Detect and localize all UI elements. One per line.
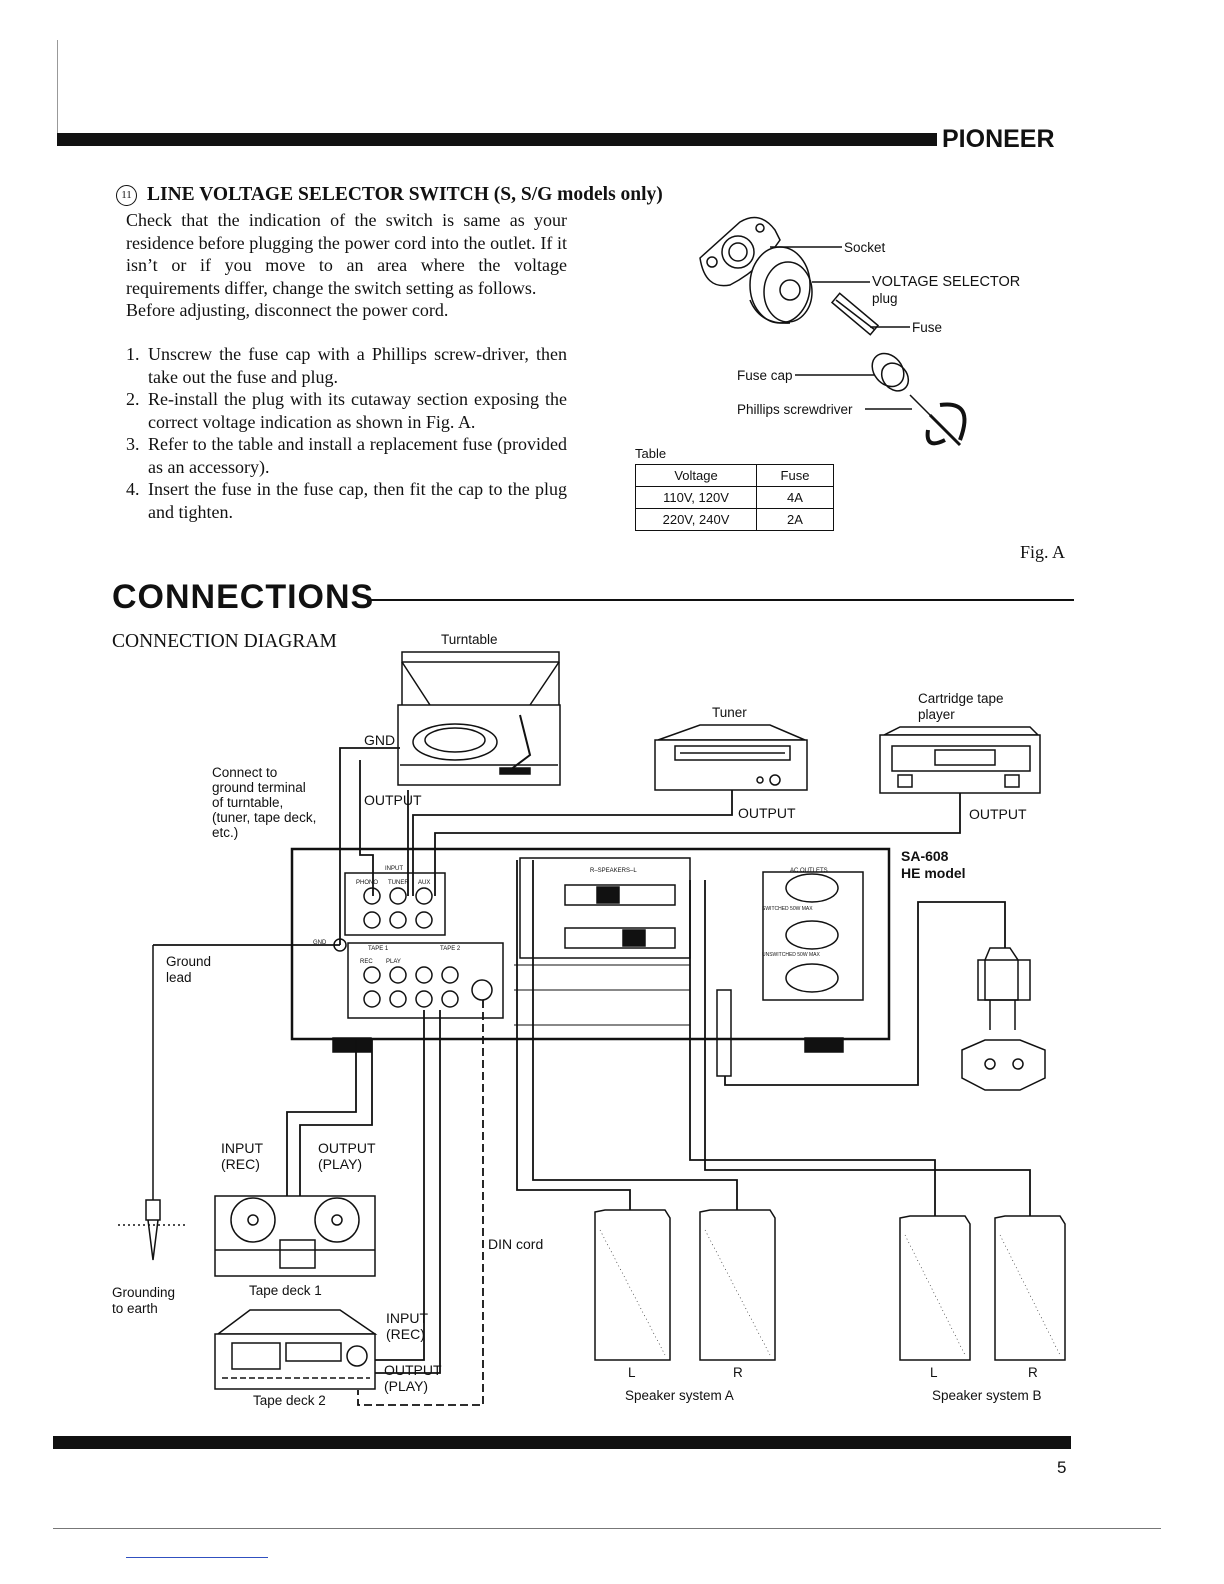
tuner-drawing	[654, 724, 808, 791]
panel-rec-label: REC	[360, 959, 373, 965]
tuner-label: Tuner	[712, 705, 747, 720]
fig-a-caption: Fig. A	[1020, 542, 1066, 562]
panel-phono-label: PHONO	[356, 880, 379, 886]
panel-tape1-label: TAPE 1	[368, 946, 389, 952]
tape-deck-1-label: Tape deck 1	[249, 1283, 322, 1298]
footer-bar	[53, 1436, 1071, 1449]
table-header-fuse: Fuse	[756, 464, 834, 487]
panel-aux-label: AUX	[418, 880, 431, 886]
speakers-drawing	[594, 1209, 1066, 1361]
table-cell: 110V, 120V	[635, 486, 757, 509]
step-item: 4.Insert the fuse in the fuse cap, then …	[126, 479, 567, 522]
page-number: 5	[1057, 1458, 1067, 1477]
panel-speakers-label: R–SPEAKERS–L	[590, 868, 637, 874]
table-row: 220V, 240V 2A	[635, 508, 834, 531]
ground-stake-drawing	[118, 945, 188, 1261]
panel-ac-outlets-label: AC OUTLETS	[790, 868, 828, 874]
steps-list: 1.Unscrew the fuse cap with a Phillips s…	[126, 343, 567, 523]
brand-logo: PIONEER	[942, 125, 1055, 153]
connect-note: Connect to ground terminal of turntable,…	[212, 765, 317, 840]
panel-gnd-label: GND	[313, 940, 327, 946]
table-cell: 220V, 240V	[635, 508, 757, 531]
screwdriver-label: Phillips screwdriver	[737, 402, 853, 417]
fuse-cap-label: Fuse cap	[737, 368, 793, 383]
section-number: 11	[116, 185, 137, 206]
fuse-label: Fuse	[912, 320, 943, 335]
footer-link-line	[126, 1557, 268, 1558]
deck1-output-label: OUTPUT (PLAY)	[318, 1140, 376, 1172]
step-item: 3.Refer to the table and install a repla…	[126, 434, 567, 477]
deck2-output-label: OUTPUT (PLAY)	[384, 1362, 442, 1394]
screwdriver-drawing	[909, 394, 967, 447]
fuse-cap-drawing	[871, 352, 910, 392]
power-plug-drawing	[961, 947, 1046, 1091]
speaker-a-left-label: L	[628, 1365, 636, 1380]
table-row: Voltage Fuse	[635, 464, 834, 487]
panel-play-label: PLAY	[386, 959, 401, 965]
intro-text: Check that the indication of the switch …	[126, 210, 567, 298]
intro-paragraph: Check that the indication of the switch …	[126, 209, 567, 322]
table-cell: 4A	[756, 486, 834, 509]
speaker-b-right-label: R	[1028, 1365, 1038, 1380]
section-title: 11 LINE VOLTAGE SELECTOR SWITCH (S, S/G m…	[116, 184, 663, 206]
tape-deck-1-drawing	[214, 1195, 376, 1277]
din-cord-label: DIN cord	[488, 1236, 544, 1252]
cartridge-player-drawing	[879, 726, 1041, 794]
speaker-b-left-label: L	[930, 1365, 938, 1380]
left-margin-rule	[57, 40, 58, 135]
header-bar	[57, 133, 937, 146]
amplifier-drawing	[290, 847, 891, 1077]
table-cell: 2A	[756, 508, 834, 531]
connections-heading: CONNECTIONS	[112, 578, 375, 616]
panel-tape2-label: TAPE 2	[440, 946, 461, 952]
panel-input-label: INPUT	[385, 866, 403, 872]
tape-deck-2-label: Tape deck 2	[253, 1393, 326, 1408]
panel-tuner-label: TUNER	[388, 880, 409, 886]
connections-rule	[370, 599, 1074, 601]
turntable-drawing	[397, 651, 561, 786]
step-item: 1.Unscrew the fuse cap with a Phillips s…	[126, 344, 567, 387]
model-label: SA-608 HE model	[901, 848, 966, 881]
cartridge-output-label: OUTPUT	[969, 806, 1027, 822]
cartridge-label: Cartridge tape player	[918, 691, 1004, 722]
selector-label: VOLTAGE SELECTOR	[872, 274, 1021, 290]
turntable-label: Turntable	[441, 632, 498, 647]
socket-label: Socket	[844, 240, 886, 255]
deck1-input-label: INPUT (REC)	[221, 1140, 263, 1172]
panel-unswitched-label: UNSWITCHED 50W MAX	[762, 952, 820, 958]
step-item: 2.Re-install the plug with its cutaway s…	[126, 389, 567, 432]
ground-lead-label: Ground lead	[166, 954, 212, 985]
tuner-output-label: OUTPUT	[738, 805, 796, 821]
speaker-a-right-label: R	[733, 1365, 743, 1380]
fuse-table: Voltage Fuse 110V, 120V 4A 220V, 240V 2A	[635, 464, 834, 531]
cables	[153, 747, 1031, 1406]
table-header-voltage: Voltage	[635, 464, 757, 487]
table-caption: Table	[635, 446, 667, 461]
footer-rule	[53, 1528, 1161, 1529]
diagram-title: CONNECTION DIAGRAM	[112, 631, 337, 652]
selector-label-2: plug	[872, 291, 898, 306]
turntable-output-label: OUTPUT	[364, 792, 422, 808]
grounding-label: Grounding to earth	[112, 1285, 176, 1316]
fuse-drawing	[830, 292, 880, 336]
tape-deck-2-drawing	[214, 1309, 378, 1390]
table-row: 110V, 120V 4A	[635, 486, 834, 509]
gnd-label: GND	[364, 732, 396, 748]
speaker-system-a-label: Speaker system A	[625, 1388, 734, 1403]
selector-plug-drawing	[749, 246, 813, 324]
speaker-system-b-label: Speaker system B	[932, 1388, 1042, 1403]
panel-switched-label: SWITCHED 50W MAX	[762, 906, 813, 912]
before-text: Before adjusting, disconnect the power c…	[126, 300, 449, 320]
deck2-input-label: INPUT (REC)	[386, 1310, 428, 1342]
section-title-text: LINE VOLTAGE SELECTOR SWITCH (S, S/G mod…	[147, 184, 663, 205]
